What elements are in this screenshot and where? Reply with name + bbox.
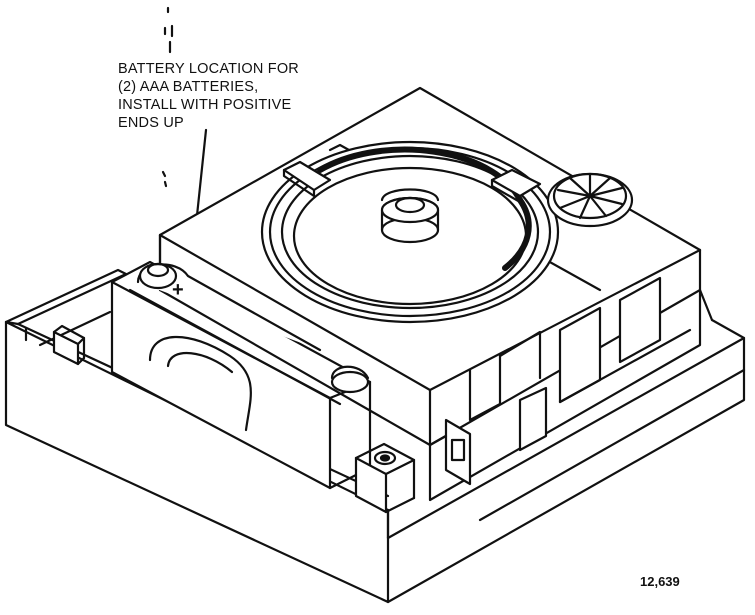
battery-compartment [110,260,372,490]
figure-number: 12,639 [640,574,680,589]
tray-latch-tab [52,324,86,366]
callout-line: ENDS UP [118,115,184,131]
thumbwheel [546,172,634,228]
battery-aaa [136,262,370,394]
side-mechanism-details [428,276,746,522]
registration-marks [161,6,174,188]
callout-line: INSTALL WITH POSITIVE [118,97,292,113]
battery-callout: BATTERY LOCATION FOR (2) AAA BATTERIES, … [118,60,378,132]
battery-polarity-mark: + [172,279,184,301]
callout-line: (2) AAA BATTERIES, [118,79,259,95]
reel-assembly [260,140,560,324]
screw-boss [354,442,416,514]
callout-line: BATTERY LOCATION FOR [118,61,299,77]
